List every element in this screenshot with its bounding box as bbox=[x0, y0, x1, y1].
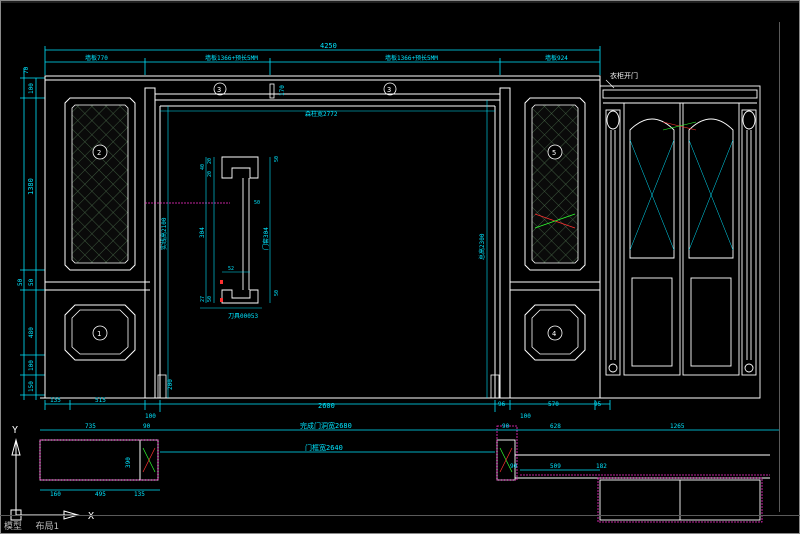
detail-d6: 50 bbox=[254, 200, 260, 206]
detail-d11: 50 bbox=[274, 290, 280, 296]
dim-bottom-f: 570 bbox=[548, 401, 559, 408]
dim-left-top: 70 bbox=[23, 66, 30, 74]
dim-opening-width: 2600 bbox=[318, 402, 335, 410]
horizontal-scrollbar[interactable] bbox=[120, 515, 800, 534]
plan-dimensions bbox=[40, 429, 780, 491]
dim-left-e: 150 bbox=[28, 381, 35, 392]
plan-r2: 628 bbox=[550, 423, 561, 430]
base-block-left bbox=[157, 374, 167, 399]
plan-left: 735 bbox=[85, 423, 96, 430]
dim-post-height: 实线高2100 bbox=[160, 217, 168, 250]
dim-left-small2: 50 bbox=[28, 278, 35, 286]
layout-tabs: 模型 布局1 bbox=[0, 515, 120, 534]
detail-d3: 20 bbox=[207, 171, 213, 177]
plan-r1: 90 bbox=[502, 423, 510, 430]
wardrobe-leader bbox=[605, 79, 615, 89]
profile-detail bbox=[220, 156, 259, 304]
plan-depth: 390 bbox=[125, 457, 132, 468]
dim-bottom-a: 135 bbox=[50, 397, 61, 404]
panel-label-2: 2 bbox=[97, 149, 101, 157]
plan-r4: 509 bbox=[550, 463, 561, 470]
plan-r5: 182 bbox=[596, 463, 607, 470]
dim-bottom-g: 95 bbox=[594, 401, 602, 408]
wardrobe bbox=[599, 85, 761, 399]
dim-left-c: 480 bbox=[28, 327, 35, 338]
plan-r6: 90 bbox=[510, 463, 518, 470]
elevation-outline bbox=[40, 75, 760, 399]
detail-d8: 50 bbox=[207, 296, 213, 302]
plan-frame: 门框宽2640 bbox=[305, 443, 343, 452]
dim-bottom-c: 100 bbox=[145, 413, 156, 420]
dim-doorway-height: 总高2300 bbox=[478, 233, 486, 260]
dim-left-d: 100 bbox=[28, 360, 35, 371]
panel-label-1: 1 bbox=[97, 330, 101, 338]
dim-top-right: 墙板924 bbox=[545, 54, 568, 62]
detail-d1: 40 bbox=[200, 164, 206, 170]
right-tall-panel bbox=[524, 97, 586, 271]
right-lower-panel bbox=[524, 304, 586, 361]
wardrobe-label: 衣柜开门 bbox=[610, 71, 638, 80]
header-markers bbox=[213, 82, 397, 99]
panel-label-3b: 3 bbox=[387, 86, 391, 94]
detail-d4: 50 bbox=[274, 156, 280, 162]
left-tall-panel bbox=[64, 97, 136, 271]
plan-total: 完成门洞宽2680 bbox=[300, 421, 352, 430]
dim-bottom-d: 100 bbox=[520, 413, 531, 420]
profile-dimensions bbox=[200, 157, 271, 309]
base-block-right bbox=[490, 374, 500, 399]
bottom-dimensions bbox=[44, 400, 611, 412]
dim-left-b: 1380 bbox=[27, 178, 35, 195]
plan-b3: 135 bbox=[134, 491, 145, 498]
left-lower-panel bbox=[64, 304, 136, 361]
dim-top-mid-left: 墙板1366+预长5MM bbox=[205, 54, 258, 62]
dim-overall-width: 4250 bbox=[320, 42, 337, 50]
detail-d5: 304 bbox=[199, 227, 206, 238]
dim-left-small: 50 bbox=[17, 278, 24, 286]
panel-label-5: 5 bbox=[552, 149, 556, 157]
plan-r3: 1265 bbox=[670, 423, 685, 430]
dim-top-mid-right: 墙板1366+预长5MM bbox=[385, 54, 438, 62]
detail-d10: 52 bbox=[228, 266, 234, 272]
axis-x-label: X bbox=[88, 511, 94, 522]
dim-opening-inner: 森柱宽2772 bbox=[305, 110, 338, 118]
axis-y-label: Y bbox=[12, 425, 18, 436]
dim-header-height: 170 bbox=[279, 85, 286, 96]
vertical-scrollbar[interactable] bbox=[779, 22, 800, 512]
detail-d9: 门套304 bbox=[262, 227, 270, 250]
dim-bottom-e: 96 bbox=[498, 401, 506, 408]
tab-model[interactable]: 模型 bbox=[4, 522, 23, 532]
detail-caption: 刀具00053 bbox=[228, 313, 258, 320]
plan-b2: 495 bbox=[95, 491, 106, 498]
top-dimensions bbox=[44, 46, 601, 75]
dim-top-left: 墙板770 bbox=[85, 54, 108, 62]
dim-left-a: 100 bbox=[28, 83, 35, 94]
left-dimensions bbox=[20, 68, 45, 400]
plan-highlight bbox=[39, 425, 770, 523]
plan-a: 90 bbox=[143, 423, 151, 430]
plan-b1: 160 bbox=[50, 491, 61, 498]
detail-d7: 27 bbox=[200, 296, 206, 302]
panel-label-4: 4 bbox=[552, 330, 556, 338]
dim-base-height: 200 bbox=[167, 379, 174, 390]
title-bar bbox=[0, 0, 800, 3]
dim-bottom-b: 515 bbox=[95, 397, 106, 404]
panel-label-3a: 3 bbox=[217, 86, 221, 94]
tab-layout1[interactable]: 布局1 bbox=[35, 522, 59, 532]
detail-d2: 20 bbox=[207, 158, 213, 164]
